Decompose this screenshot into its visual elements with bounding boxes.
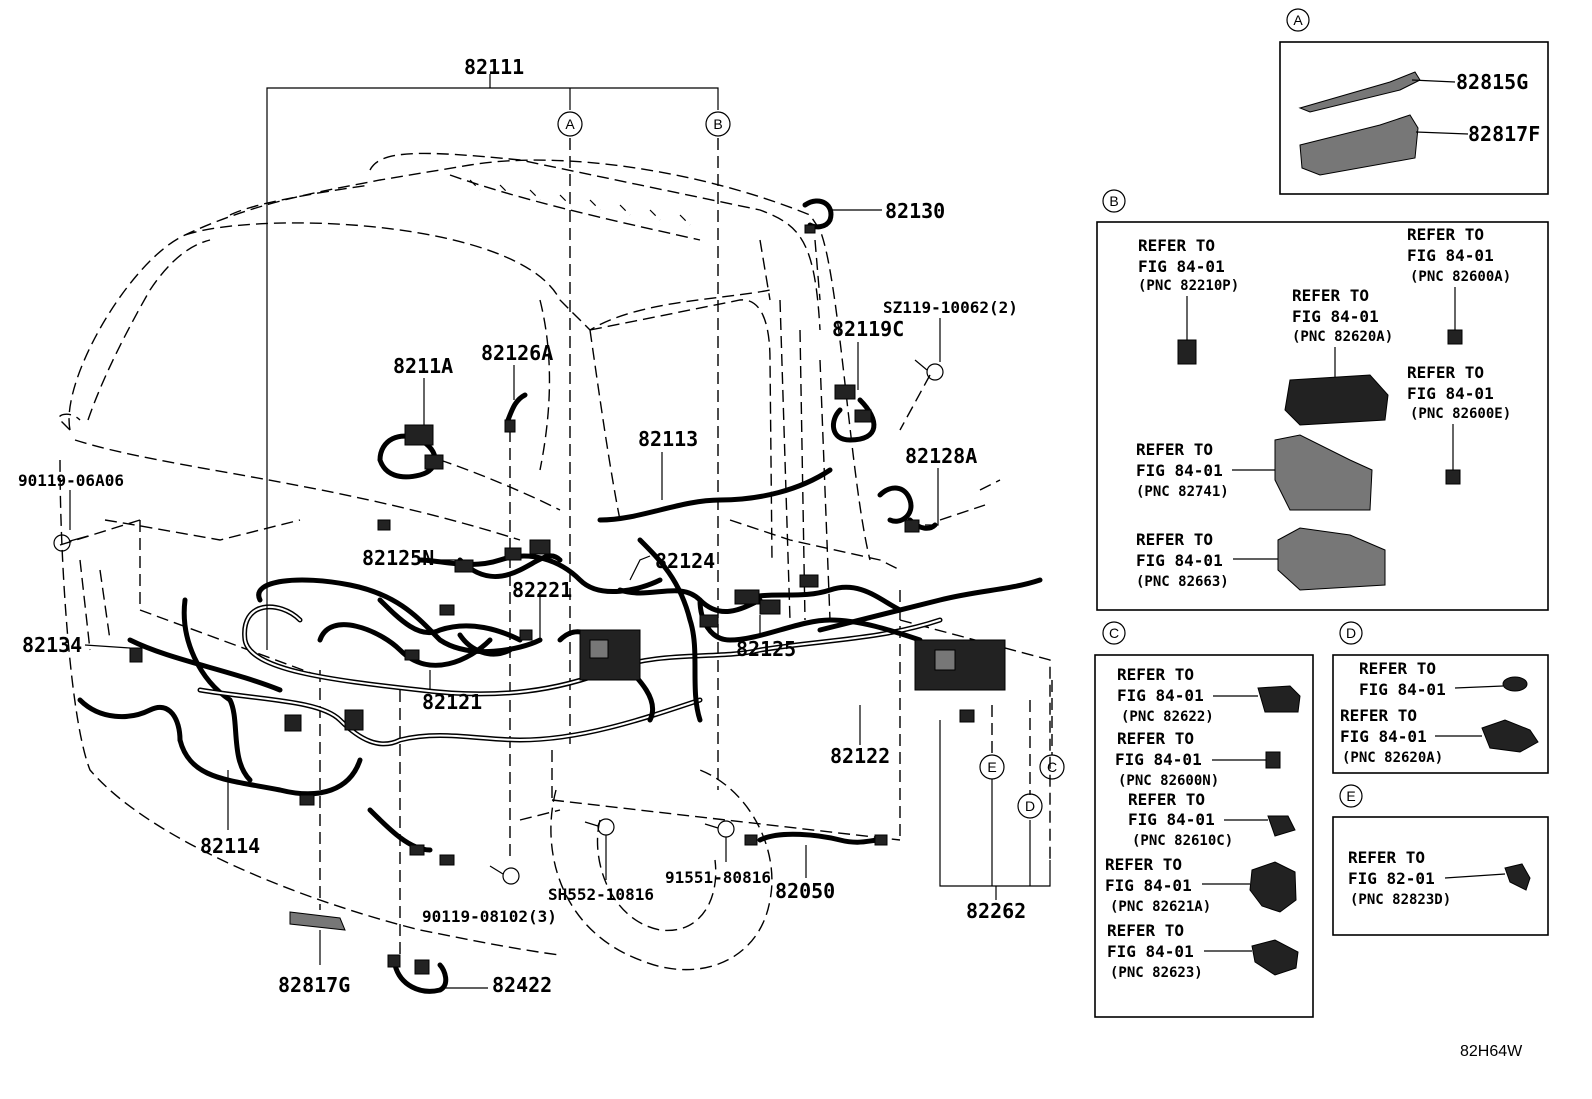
panel-b-ref5-l2: FIG 84-01 bbox=[1136, 461, 1223, 480]
panel-c-tag: C bbox=[1109, 625, 1119, 641]
panel-d-ref2-l2: FIG 84-01 bbox=[1340, 727, 1427, 746]
label-82111: 82111 bbox=[464, 55, 524, 79]
panel-b-ref2-l1: REFER TO bbox=[1407, 225, 1484, 244]
label-82128a: 82128A bbox=[905, 444, 977, 468]
label-82262: 82262 bbox=[966, 899, 1026, 923]
panel-b-ref3-l2: FIG 84-01 bbox=[1292, 307, 1379, 326]
label-sz119-10062: SZ119-10062(2) bbox=[883, 298, 1018, 317]
panel-a: A 82815G 82817F bbox=[1279, 8, 1549, 195]
label-82221: 82221 bbox=[512, 578, 572, 602]
view-markers: A B E D C bbox=[557, 111, 1065, 819]
panel-b-ref5-l3: (PNC 82741) bbox=[1136, 484, 1229, 500]
label-82114: 82114 bbox=[200, 834, 260, 858]
panel-b-ref6-l2: FIG 84-01 bbox=[1136, 551, 1223, 570]
panel-c-ref5-l1: REFER TO bbox=[1107, 921, 1184, 940]
marker-leaders bbox=[59, 138, 1053, 960]
label-82134: 82134 bbox=[22, 633, 82, 657]
wiring-harness bbox=[77, 198, 1043, 994]
panel-c-ref2-l1: REFER TO bbox=[1117, 729, 1194, 748]
panel-b: B REFER TO FIG 84-01 (PNC 82210P) REFER … bbox=[1096, 189, 1549, 611]
panel-c-ref3-l1: REFER TO bbox=[1128, 790, 1205, 809]
panel-c-ref1-l3: (PNC 82622) bbox=[1121, 709, 1214, 725]
panel-b-ref1-l2: FIG 84-01 bbox=[1138, 257, 1225, 276]
panel-b-ref2-l3: (PNC 82600A) bbox=[1410, 269, 1511, 285]
marker-d: D bbox=[1025, 798, 1035, 814]
marker-e: E bbox=[987, 759, 996, 775]
label-90119-06a06: 90119-06A06 bbox=[18, 471, 124, 490]
part-labels: 82111 82130 82119C SZ119-10062(2) 8211A … bbox=[18, 55, 1026, 997]
panel-c-ref4-l2: FIG 84-01 bbox=[1105, 876, 1192, 895]
label-82121: 82121 bbox=[422, 690, 482, 714]
label-82130: 82130 bbox=[885, 199, 945, 223]
panel-d-ref1-l1: REFER TO bbox=[1359, 659, 1436, 678]
panel-b-ref4-l3: (PNC 82600E) bbox=[1410, 406, 1511, 422]
label-82124: 82124 bbox=[655, 549, 715, 573]
label-90119-08102: 90119-08102(3) bbox=[422, 907, 557, 926]
label-82119c: 82119C bbox=[832, 317, 904, 341]
panel-e-ref1-l2: FIG 82-01 bbox=[1348, 869, 1435, 888]
panel-b-ref2-l2: FIG 84-01 bbox=[1407, 246, 1494, 265]
label-82122: 82122 bbox=[830, 744, 890, 768]
label-82050: 82050 bbox=[775, 879, 835, 903]
label-8211a: 8211A bbox=[393, 354, 453, 378]
panel-c-ref4-l1: REFER TO bbox=[1105, 855, 1182, 874]
panel-b-ref1-l1: REFER TO bbox=[1138, 236, 1215, 255]
panel-e-ref1-l3: (PNC 82823D) bbox=[1350, 892, 1451, 908]
panel-d-ref1-l2: FIG 84-01 bbox=[1359, 680, 1446, 699]
panel-b-ref6-l1: REFER TO bbox=[1136, 530, 1213, 549]
label-82113: 82113 bbox=[638, 427, 698, 451]
label-91551-80816: 91551-80816 bbox=[665, 868, 771, 887]
panel-c-ref2-l3: (PNC 82600N) bbox=[1118, 773, 1219, 789]
label-82126a: 82126A bbox=[481, 341, 553, 365]
panel-b-ref5-l1: REFER TO bbox=[1136, 440, 1213, 459]
panel-a-82817f: 82817F bbox=[1468, 122, 1540, 146]
label-leaders bbox=[69, 74, 1051, 989]
label-82125n: 82125N bbox=[362, 546, 434, 570]
panel-b-ref6-l3: (PNC 82663) bbox=[1136, 574, 1229, 590]
panel-e-ref1-l1: REFER TO bbox=[1348, 848, 1425, 867]
panel-c-ref5-l3: (PNC 82623) bbox=[1110, 965, 1203, 981]
panel-c-ref1-l2: FIG 84-01 bbox=[1117, 686, 1204, 705]
panel-e: E REFER TO FIG 82-01 (PNC 82823D) bbox=[1332, 784, 1549, 936]
panel-b-tag: B bbox=[1109, 193, 1118, 209]
label-82125: 82125 bbox=[736, 637, 796, 661]
panel-c-ref3-l3: (PNC 82610C) bbox=[1132, 833, 1233, 849]
panel-c-ref1-l1: REFER TO bbox=[1117, 665, 1194, 684]
bolts bbox=[53, 359, 944, 885]
panel-a-tag: A bbox=[1293, 12, 1303, 28]
panel-b-ref3-l1: REFER TO bbox=[1292, 286, 1369, 305]
panel-c-ref3-l2: FIG 84-01 bbox=[1128, 810, 1215, 829]
panel-a-82815g: 82815G bbox=[1456, 70, 1528, 94]
panel-b-ref4-l2: FIG 84-01 bbox=[1407, 384, 1494, 403]
panel-c-ref5-l2: FIG 84-01 bbox=[1107, 942, 1194, 961]
connectors bbox=[129, 224, 1006, 975]
panel-b-ref4-l1: REFER TO bbox=[1407, 363, 1484, 382]
panel-c-ref4-l3: (PNC 82621A) bbox=[1110, 899, 1211, 915]
label-82817g: 82817G bbox=[278, 973, 350, 997]
label-82422: 82422 bbox=[492, 973, 552, 997]
panel-b-ref1-l3: (PNC 82210P) bbox=[1138, 278, 1239, 294]
marker-b: B bbox=[713, 116, 722, 132]
diagram-code: 82H64W bbox=[1460, 1043, 1523, 1060]
panel-d-ref2-l1: REFER TO bbox=[1340, 706, 1417, 725]
panel-d: D REFER TO FIG 84-01 REFER TO FIG 84-01 … bbox=[1332, 621, 1549, 774]
marker-c: C bbox=[1047, 759, 1057, 775]
panel-d-tag: D bbox=[1346, 625, 1356, 641]
panel-e-tag: E bbox=[1346, 788, 1355, 804]
panel-c: C REFER TO FIG 84-01 (PNC 82622) REFER T… bbox=[1094, 621, 1314, 1018]
panel-c-ref2-l2: FIG 84-01 bbox=[1115, 750, 1202, 769]
marker-a: A bbox=[565, 116, 575, 132]
label-sh552-10816: SH552-10816 bbox=[548, 885, 654, 904]
panel-b-ref3-l3: (PNC 82620A) bbox=[1292, 329, 1393, 345]
cab-outline bbox=[58, 152, 1051, 971]
panel-d-ref2-l3: (PNC 82620A) bbox=[1342, 750, 1443, 766]
